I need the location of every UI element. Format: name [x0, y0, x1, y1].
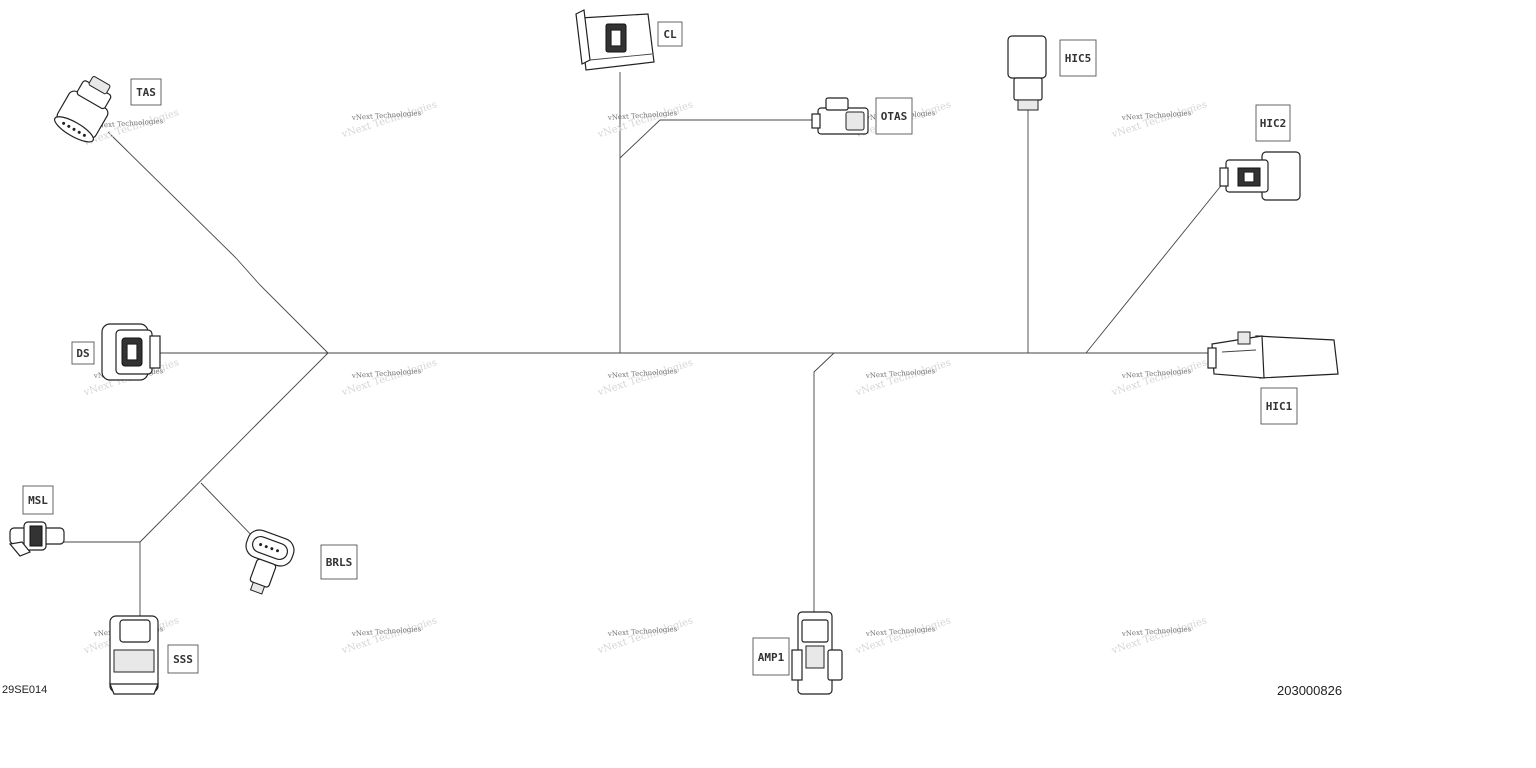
diagram-code-right: 203000826	[1277, 683, 1343, 698]
connector-cl-illustration	[575, 9, 655, 71]
connector-tas-illustration	[54, 76, 112, 143]
svg-text:CL: CL	[663, 28, 677, 41]
connector-amp1-illustration	[791, 611, 843, 695]
connector-label-sss[interactable]: SSS	[167, 644, 199, 674]
svg-text:OTAS: OTAS	[881, 110, 908, 123]
svg-text:HIC5: HIC5	[1065, 52, 1092, 65]
svg-text:MSL: MSL	[28, 494, 48, 507]
connector-label-brls[interactable]: BRLS	[320, 544, 358, 580]
watermark: vNext Technologies vNext Technologies	[854, 357, 953, 398]
svg-text:HIC2: HIC2	[1260, 117, 1287, 130]
svg-text:AMP1: AMP1	[758, 651, 785, 664]
connector-brls-illustration	[245, 529, 295, 595]
watermark: vNext Technologies vNext Technologies	[340, 99, 439, 140]
watermark: vNext Technologies vNext Technologies	[596, 615, 695, 656]
svg-text:SSS: SSS	[173, 653, 193, 666]
connector-label-tas[interactable]: TAS	[130, 78, 162, 106]
diagram-code-left: 29SE014	[2, 684, 48, 696]
connector-label-ds[interactable]: DS	[71, 341, 95, 365]
watermark: vNext Technologies vNext Technologies	[1110, 357, 1209, 398]
harness-wires	[62, 72, 1225, 620]
wire-otas	[619, 119, 818, 159]
connector-label-cl[interactable]: CL	[657, 21, 683, 47]
wire-tas	[107, 131, 329, 354]
watermarks: vNext Technologies vNext Technologies vN…	[82, 99, 1209, 656]
watermark: vNext Technologies vNext Technologies	[1110, 615, 1209, 656]
svg-text:DS: DS	[76, 347, 89, 360]
connector-sss-illustration	[109, 615, 159, 695]
svg-text:BRLS: BRLS	[326, 556, 353, 569]
svg-text:TAS: TAS	[136, 86, 156, 99]
connector-label-otas[interactable]: OTAS	[875, 97, 913, 135]
connector-hic5-illustration	[1007, 35, 1047, 111]
watermark: vNext Technologies vNext Technologies	[854, 615, 953, 656]
connector-msl-illustration	[8, 521, 65, 557]
connector-label-amp1[interactable]: AMP1	[752, 637, 790, 676]
connector-hic2-illustration	[1219, 151, 1301, 201]
watermark: vNext Technologies vNext Technologies	[596, 357, 695, 398]
watermark: vNext Technologies vNext Technologies	[340, 357, 439, 398]
watermark: vNext Technologies vNext Technologies	[1110, 99, 1209, 140]
connector-hic1-illustration	[1207, 331, 1339, 379]
watermark: vNext Technologies vNext Technologies	[340, 615, 439, 656]
connector-label-msl[interactable]: MSL	[22, 485, 54, 515]
wire-lower-branch	[139, 352, 329, 543]
wire-amp1	[813, 352, 835, 612]
connector-labels: TAS CL OTAS HIC5 HIC2 DS HIC1 MSL	[22, 21, 1298, 676]
connector-ds-illustration	[101, 323, 161, 381]
wire-brls	[200, 482, 259, 543]
connector-label-hic1[interactable]: HIC1	[1260, 387, 1298, 425]
connector-label-hic5[interactable]: HIC5	[1059, 39, 1097, 77]
wire-hic2	[1085, 181, 1225, 354]
svg-text:HIC1: HIC1	[1266, 400, 1293, 413]
connector-label-hic2[interactable]: HIC2	[1255, 104, 1291, 142]
connector-otas-illustration	[811, 97, 869, 135]
